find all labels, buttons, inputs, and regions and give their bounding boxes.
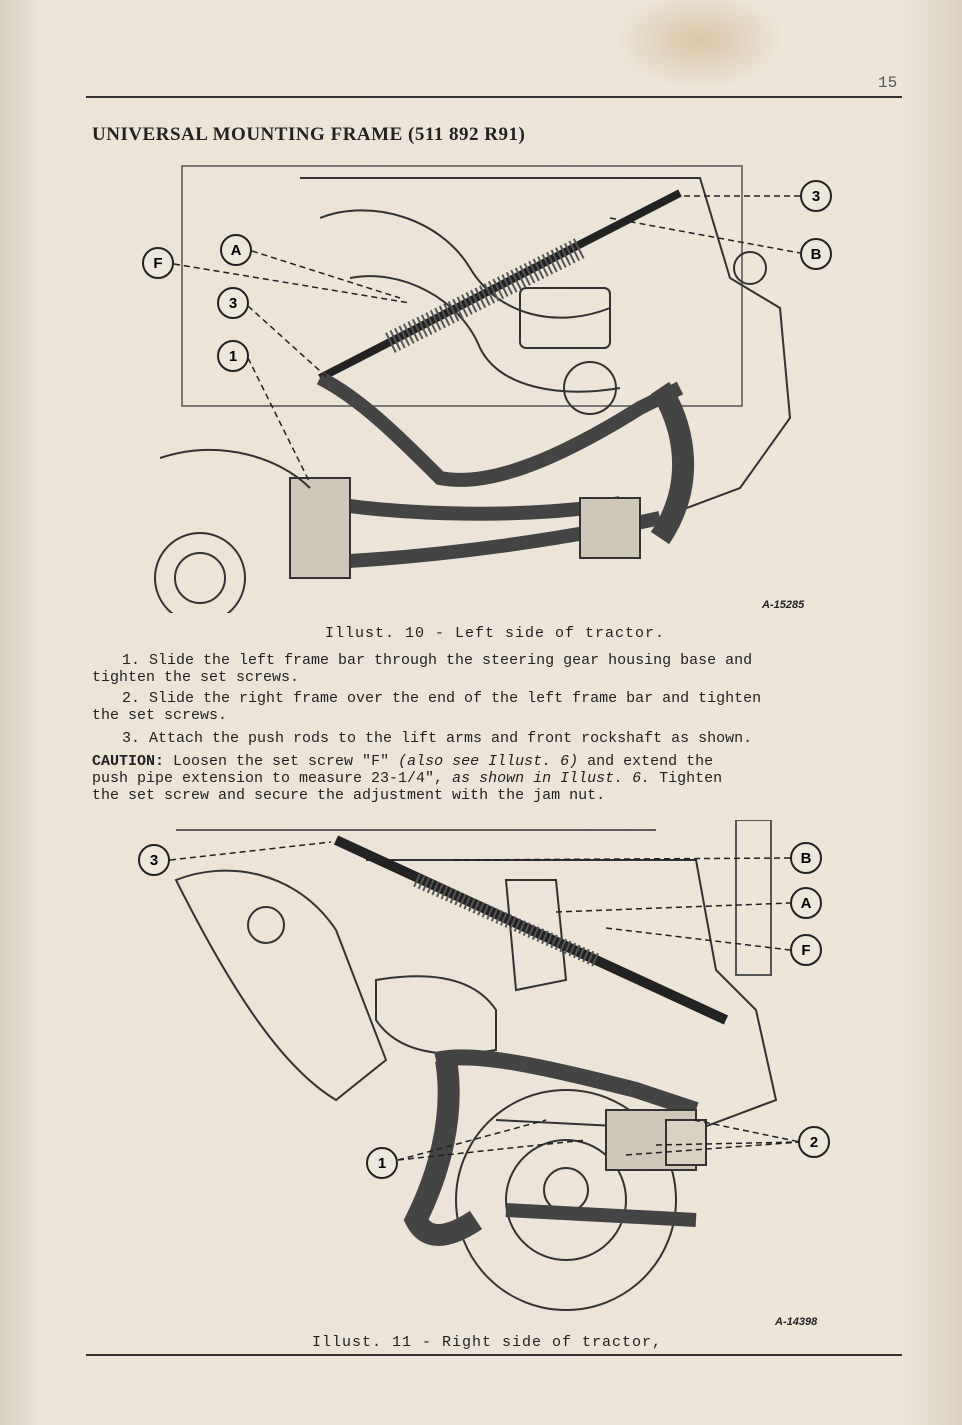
- callout-2: 2: [810, 1134, 818, 1151]
- callout-b: B: [811, 246, 822, 263]
- bottom-rule: [86, 1354, 902, 1356]
- callout-group-fig11: 3 B A F 1 2: [138, 841, 830, 1179]
- tractor-right-drawing: 3 B A F 1 2: [138, 820, 830, 1311]
- callout-3-right: 3: [812, 188, 820, 205]
- illustration-left-side: F A 3 1 3 B: [140, 158, 840, 613]
- caution-line-1: CAUTION: Loosen the set screw "F" (also …: [92, 753, 902, 770]
- step-1-line-2: tighten the set screws.: [92, 669, 300, 686]
- instructions-block: 1. Slide the left frame bar through the …: [92, 652, 902, 804]
- caution-line-2: push pipe extension to measure 23-1/4", …: [92, 770, 902, 787]
- callout-a: A: [231, 242, 242, 259]
- callout-1: 1: [229, 348, 237, 365]
- tractor-left-drawing: F A 3 1 3 B: [142, 165, 832, 613]
- top-rule: [86, 96, 902, 98]
- callout-3: 3: [229, 295, 237, 312]
- page-title: UNIVERSAL MOUNTING FRAME (511 892 R91): [92, 124, 526, 145]
- callout-f: F: [153, 255, 162, 272]
- caution-label: CAUTION:: [92, 753, 165, 770]
- callout-group-fig10: F A 3 1 3 B: [142, 180, 832, 484]
- caption-illust-11: Illust. 11 - Right side of tractor,: [312, 1334, 663, 1351]
- caution-line-3: the set screw and secure the adjustment …: [92, 787, 606, 804]
- callout-1: 1: [378, 1155, 386, 1172]
- callout-b: B: [801, 850, 812, 867]
- caption-illust-10: Illust. 10 - Left side of tractor.: [325, 625, 666, 642]
- figure-code-1: A-15285: [762, 599, 805, 611]
- caution-text-2a: push pipe extension to measure 23-1/4",: [92, 770, 444, 787]
- caution-ref-2: as shown in Illust. 6.: [452, 770, 651, 787]
- step-3: 3. Attach the push rods to the lift arms…: [122, 730, 753, 747]
- illustration-right-side: 3 B A F 1 2: [136, 820, 846, 1330]
- figure-code-2: A-14398: [775, 1316, 818, 1328]
- step-1-line-1: 1. Slide the left frame bar through the …: [122, 652, 753, 669]
- callout-a: A: [801, 895, 812, 912]
- caution-text-1b: and extend the: [587, 753, 714, 770]
- caution-text-1a: Loosen the set screw "F": [173, 753, 390, 770]
- step-2-line-2: the set screws.: [92, 707, 228, 724]
- callout-3: 3: [150, 852, 158, 869]
- callout-f: F: [801, 942, 810, 959]
- step-2-line-1: 2. Slide the right frame over the end of…: [122, 690, 762, 707]
- page-number: 15: [878, 74, 898, 92]
- caution-ref-1: (also see Illust. 6): [398, 753, 579, 770]
- caution-text-2b: Tighten: [659, 770, 723, 787]
